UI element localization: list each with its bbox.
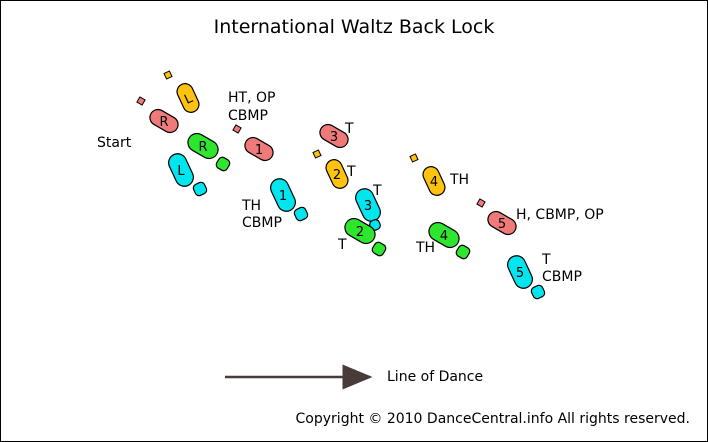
annotation-woman-5-line2: CBMP (542, 269, 582, 285)
annotation-man-1-line2: CBMP (228, 108, 268, 124)
start-label: Start (97, 135, 132, 151)
annotation-woman-4: TH (415, 240, 435, 256)
svg-text:5: 5 (498, 217, 506, 232)
svg-text:L: L (177, 164, 185, 179)
heel-man-start-left (163, 70, 173, 80)
annotation-man-5: H, CBMP, OP (516, 207, 604, 223)
svg-text:4: 4 (430, 175, 438, 190)
footprint-woman-1: 1 (270, 178, 296, 212)
footprint-man-start-left: L (176, 83, 200, 113)
annotation-man-3: T (344, 121, 354, 137)
annotation-woman-1-line1: TH (241, 198, 261, 214)
footprint-man-1: 1 (244, 136, 274, 162)
toe-woman-4 (455, 244, 471, 260)
line-of-dance-label: Line of Dance (387, 369, 483, 385)
footprint-man-4: 4 (422, 166, 446, 196)
footprint-man-3: 3 (319, 123, 349, 149)
annotation-woman-3: T (372, 183, 382, 199)
heel-man-2 (312, 149, 322, 159)
annotation-woman-5-line1: T (541, 252, 551, 268)
heel-man-4 (409, 153, 419, 163)
svg-text:3: 3 (364, 199, 372, 214)
toe-woman-1 (293, 206, 309, 222)
footprint-woman-5: 5 (507, 255, 533, 289)
copyright-notice: Copyright © 2010 DanceCentral.info All r… (296, 411, 690, 427)
footprint-woman-start-left: L (168, 153, 194, 187)
annotation-man-4: TH (449, 172, 469, 188)
footprint-woman-2: 2 (344, 217, 376, 245)
footprint-man-start-right: R (149, 108, 179, 134)
svg-text:1: 1 (279, 189, 287, 204)
footprint-woman-start-right: R (187, 132, 219, 160)
svg-text:5: 5 (516, 266, 524, 281)
svg-text:R: R (198, 140, 207, 155)
heel-man-start-right (136, 96, 146, 106)
toe-woman-start-left (192, 181, 208, 197)
toe-woman-5 (530, 284, 546, 300)
annotation-man-2: T (346, 164, 356, 180)
heel-man-5 (476, 198, 486, 208)
heel-man-1 (232, 124, 242, 134)
annotation-woman-1-line2: CBMP (242, 215, 282, 231)
footprint-woman-4: 4 (428, 221, 460, 249)
toe-woman-2 (371, 241, 387, 257)
svg-text:R: R (159, 115, 168, 130)
annotation-man-1-line1: HT, OP (228, 90, 275, 106)
svg-text:2: 2 (333, 168, 341, 183)
footprint-man-5: 5 (487, 210, 517, 236)
svg-text:2: 2 (356, 225, 364, 240)
annotation-woman-2: T (337, 237, 347, 253)
svg-text:3: 3 (330, 130, 338, 145)
svg-text:1: 1 (255, 143, 263, 158)
svg-text:4: 4 (440, 229, 448, 244)
toe-woman-start-right (215, 156, 231, 172)
footprint-man-2: 2 (325, 159, 349, 189)
diagram-title: International Waltz Back Lock (214, 16, 495, 38)
